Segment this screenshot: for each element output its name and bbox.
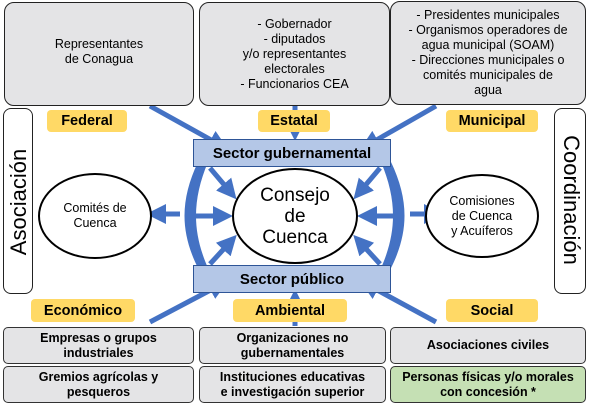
text-line: Instituciones educativas (219, 369, 366, 384)
text-line: Consejo (260, 184, 330, 206)
text-line: Gremios agrícolas y (38, 369, 159, 384)
text-line: con concesión * (440, 384, 536, 399)
text-line: Organizaciones no (236, 330, 349, 345)
text-line: Personas físicas y/o morales (402, 369, 574, 384)
social-box-1-text: Asociaciones civiles (427, 338, 549, 353)
arrow-gub-consejo-r (353, 166, 382, 200)
text-line: industriales (63, 345, 134, 360)
tag-municipal: Municipal (446, 110, 538, 132)
text-line: Comisiones (449, 193, 515, 208)
right-bracket (381, 162, 405, 268)
tag-economico: Económico (31, 299, 135, 322)
municipal-box-text: - Presidentes municipales- Organismos op… (408, 8, 567, 98)
side-label-asociacion: Asociación (6, 148, 31, 256)
tag-federal: Federal (47, 110, 127, 132)
text-line: Comités de (63, 201, 127, 215)
text-line: - Gobernador (257, 16, 332, 31)
tag-social: Social (446, 299, 538, 322)
text-line: - Funcionarios CEA (240, 76, 349, 91)
text-line: electorales (264, 61, 325, 76)
text-line: - Presidentes municipales (416, 8, 560, 22)
arrow-gub-consejo (208, 166, 237, 200)
social-box-1: Asociaciones civiles (390, 327, 586, 364)
text-line: e investigación superior (220, 384, 365, 399)
text-line: de Conagua (64, 52, 134, 66)
right-side-frame: Coordinación (554, 108, 586, 294)
text-line: de (284, 205, 306, 227)
text-line: - Organismos operadores de (408, 23, 568, 37)
tag-ambiental: Ambiental (233, 299, 347, 322)
text-line: agua (474, 83, 502, 97)
sector-gubernamental: Sector gubernamental (193, 139, 391, 167)
text-line: Asociaciones civiles (426, 338, 550, 352)
tag-estatal: Estatal (258, 110, 330, 132)
left-bracket (184, 162, 208, 268)
arrow-pub-consejo (208, 234, 237, 266)
arrow-pub-consejo-r (353, 234, 382, 266)
left-side-frame: Asociación (3, 108, 33, 294)
text-line: de Cuenca (451, 208, 513, 223)
text-line: - Direcciones municipales o (411, 53, 565, 67)
text-line: Cuenca (73, 216, 117, 230)
text-line: agua municipal (SOAM) (421, 38, 555, 52)
text-line: - diputados (263, 31, 326, 46)
text-line: Empresas o grupos (40, 330, 157, 345)
text-line: gubernamentales (240, 345, 345, 360)
sector-publico: Sector público (193, 265, 391, 293)
text-line: pesqueros (66, 384, 131, 399)
municipal-box: - Presidentes municipales- Organismos op… (390, 1, 586, 105)
text-line: Cuenca (262, 226, 328, 248)
text-line: Representantes (54, 37, 144, 51)
text-line: y Acuíferos (451, 223, 513, 238)
side-label-coordinacion: Coordinación (559, 135, 584, 265)
text-line: y/o representantes (242, 46, 347, 61)
text-line: comités municipales de (423, 68, 553, 82)
